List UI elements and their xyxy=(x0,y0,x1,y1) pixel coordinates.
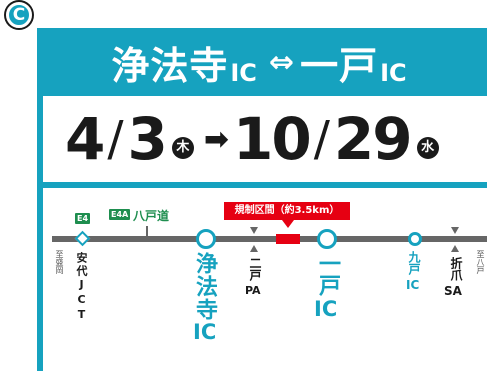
stop-suffix: IC xyxy=(314,297,338,321)
start-weekday: 木 xyxy=(171,137,194,159)
parking-area-marker-icon xyxy=(250,227,258,234)
period-bar: 4 / 3 木 ➡ 10 / 29 水 xyxy=(37,96,487,182)
bidirectional-arrow-icon: ⇔ xyxy=(268,44,295,80)
stop-label: 九戸 xyxy=(407,251,421,275)
stop-suffix: IC xyxy=(406,278,420,292)
stop-suffix: PA xyxy=(245,284,261,297)
stop-label: 折爪 xyxy=(449,257,463,281)
stop-label: 二戸 xyxy=(248,257,262,281)
title-bar: 浄法寺 IC ⇔ 一戸 IC xyxy=(37,28,487,96)
junction-tick xyxy=(146,226,148,238)
route-map-frame xyxy=(37,182,487,371)
start-month: 4 xyxy=(65,105,105,173)
e4a-route-badge: E4A xyxy=(109,209,131,220)
title-to-suffix: IC xyxy=(380,59,407,87)
title-to-name: 一戸 xyxy=(300,43,379,88)
stop-label: 一戸 xyxy=(315,252,340,296)
parking-area-marker-icon xyxy=(250,245,258,252)
closure-section-marker xyxy=(276,234,300,244)
stop-label: 浄法寺 xyxy=(192,252,217,321)
date-slash: / xyxy=(313,111,330,167)
left-destination-label: 至盛岡 xyxy=(55,250,64,274)
end-day: 29 xyxy=(333,105,413,173)
stop-label: 安代JCT xyxy=(75,252,88,323)
service-area-marker-icon xyxy=(451,227,459,234)
closure-pointer-icon xyxy=(282,220,294,228)
title-from-suffix: IC xyxy=(230,59,257,87)
interchange-marker-icon xyxy=(196,229,216,249)
e4a-route-name: 八戸道 xyxy=(133,209,170,223)
title-from-name: 浄法寺 xyxy=(111,43,229,88)
right-arrow-icon: ➡ xyxy=(203,121,230,157)
start-day: 3 xyxy=(127,105,168,173)
end-weekday: 水 xyxy=(416,137,439,159)
interchange-marker-icon xyxy=(317,229,337,249)
closure-section-label: 規制区間（約3.5km） xyxy=(224,202,350,220)
stop-suffix: SA xyxy=(444,284,462,298)
expressway-line xyxy=(52,236,487,242)
right-destination-label: 至八戸 xyxy=(476,250,485,274)
interchange-marker-icon xyxy=(408,232,422,246)
end-month: 10 xyxy=(233,105,312,173)
date-slash: / xyxy=(107,111,124,167)
section-badge: C xyxy=(6,2,32,28)
stop-suffix: IC xyxy=(193,320,217,344)
service-area-marker-icon xyxy=(451,245,459,252)
e4-route-badge: E4 xyxy=(75,213,91,224)
